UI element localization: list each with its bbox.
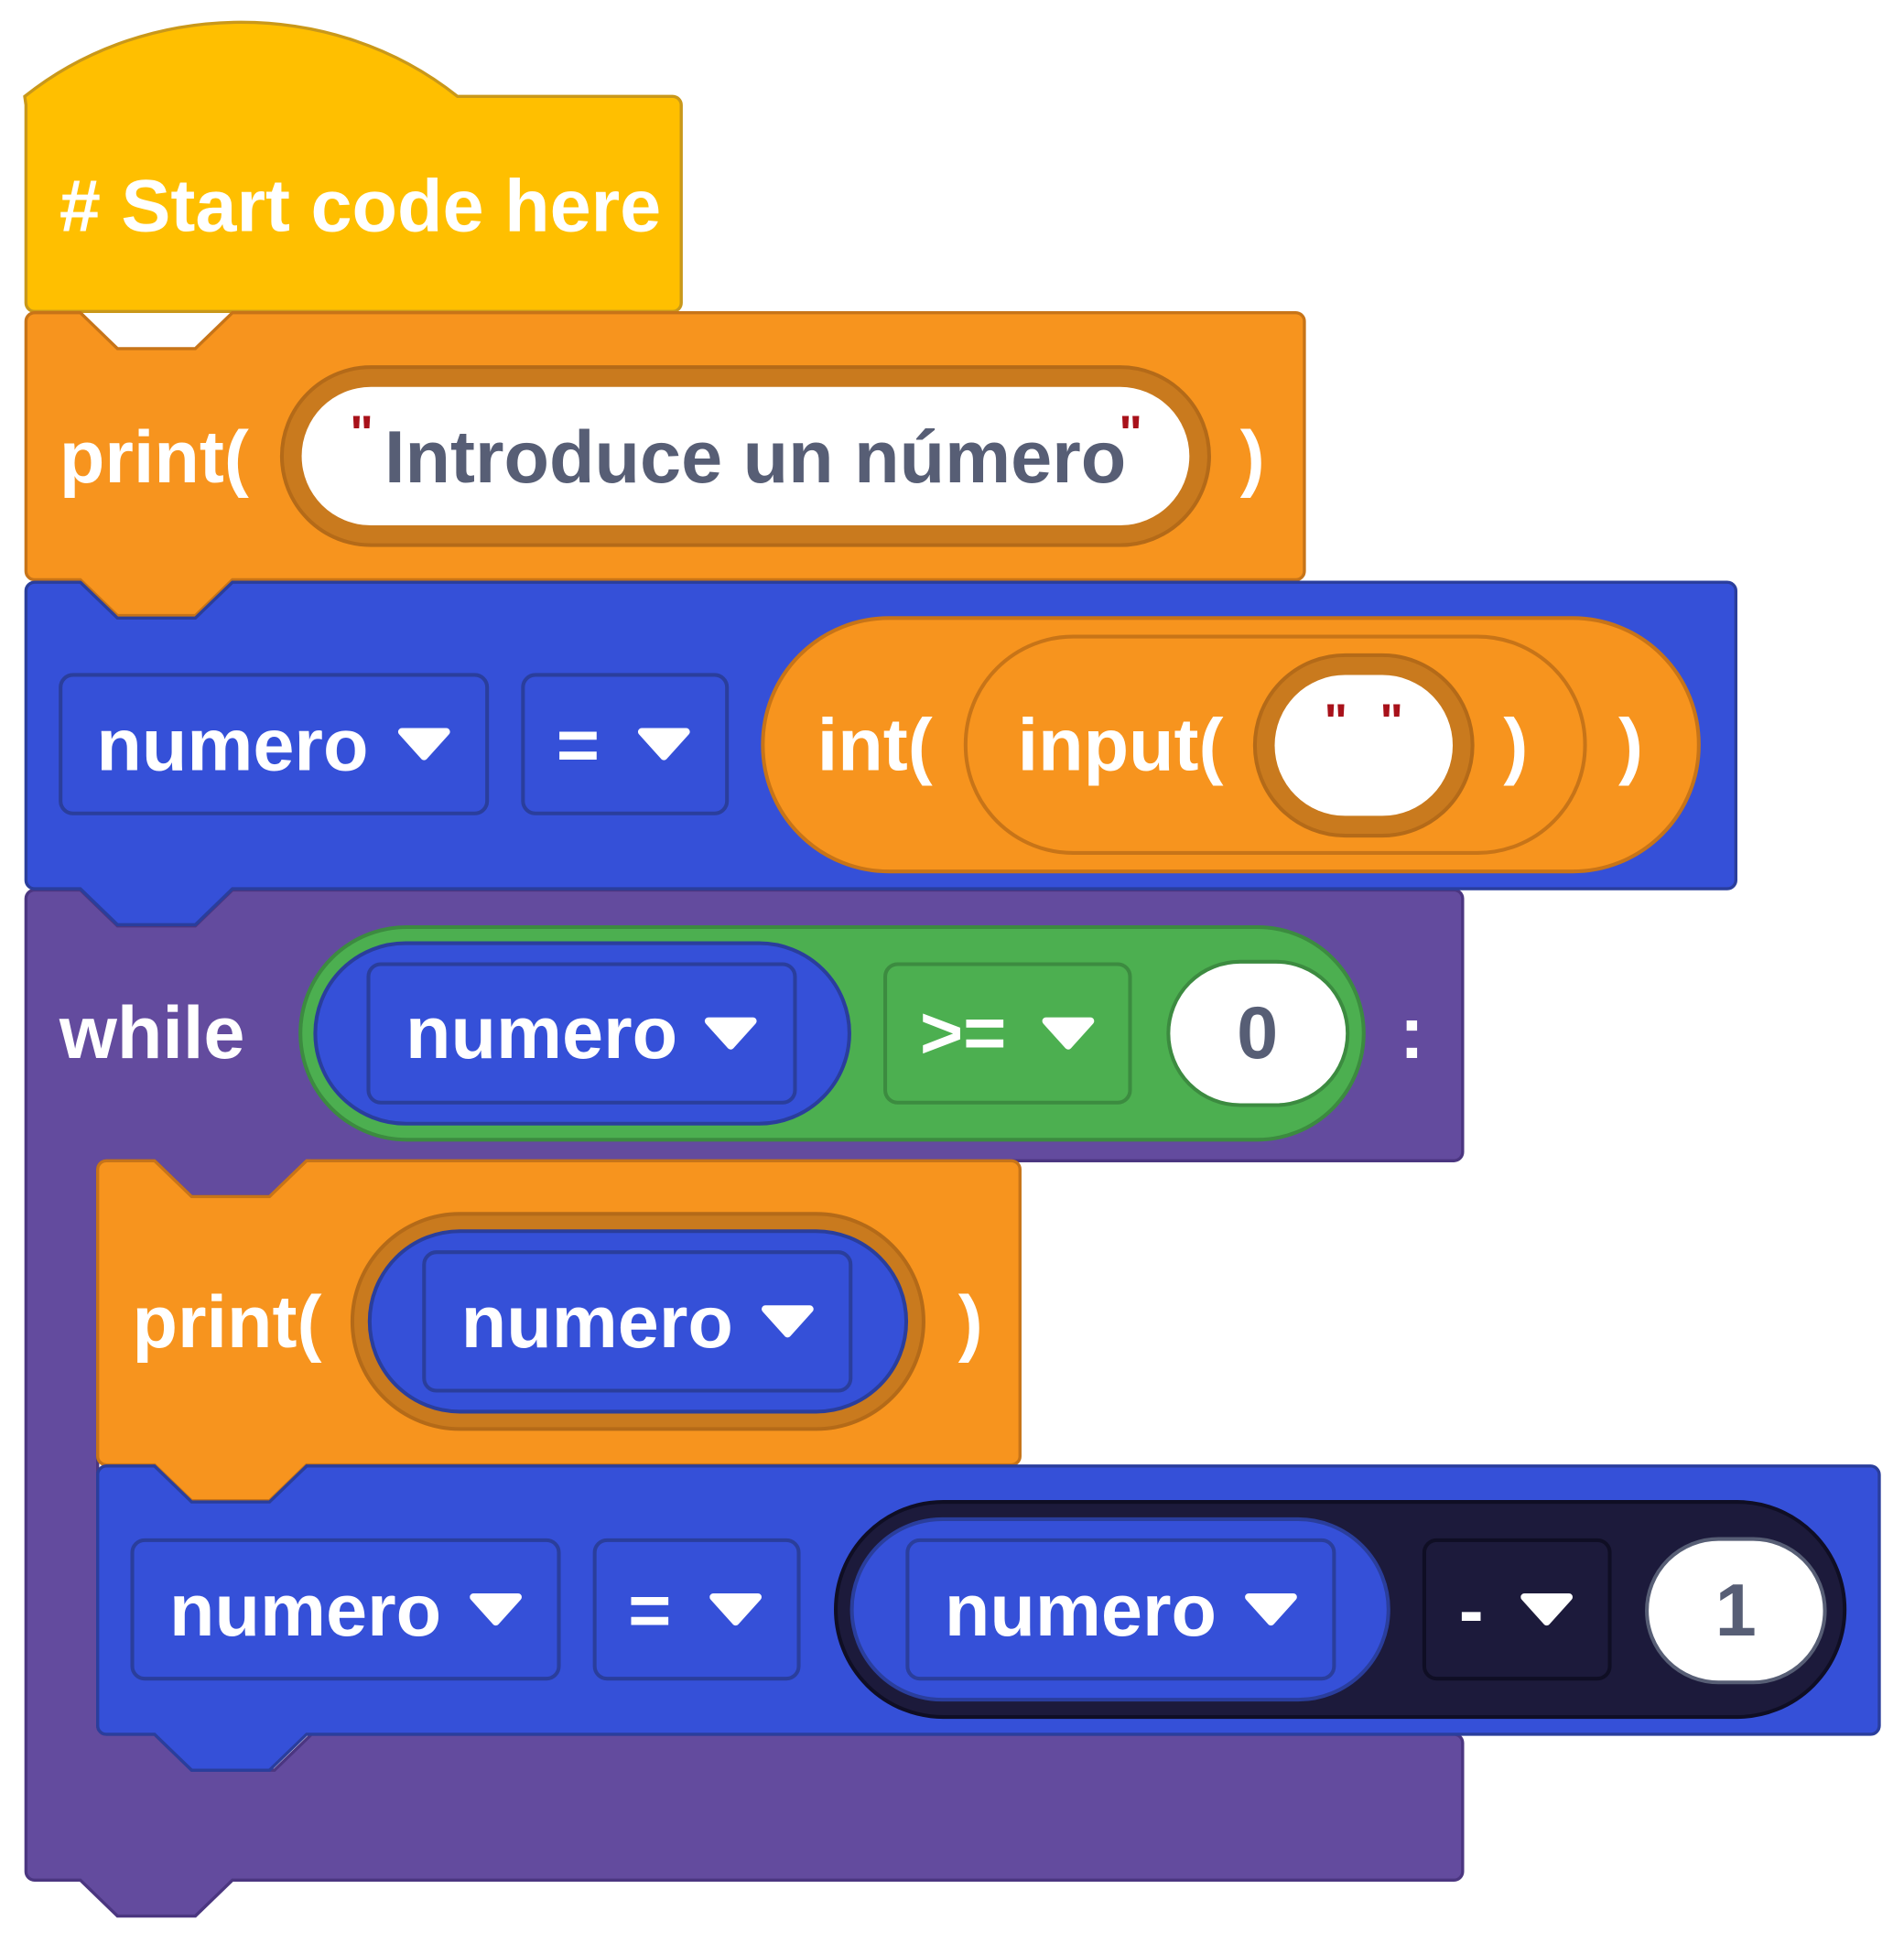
assign-block-decrement[interactable]: numero = numero - 1 <box>96 1464 1881 1772</box>
expr-value: 1 <box>1715 1570 1757 1652</box>
int-close-paren: ) <box>1618 704 1643 786</box>
assign-operator-dropdown[interactable] <box>592 1538 801 1681</box>
while-variable-dropdown[interactable] <box>366 962 797 1105</box>
print-variable-name: numero <box>461 1281 733 1364</box>
input-close-paren: ) <box>1503 704 1528 786</box>
print-variable-dropdown[interactable] <box>422 1250 853 1393</box>
while-keyword: while <box>59 992 245 1074</box>
chevron-down-icon[interactable] <box>709 1592 763 1626</box>
compare-operator-dropdown[interactable] <box>883 962 1132 1105</box>
input-keyword: input( <box>1018 704 1224 786</box>
print-close-paren: ) <box>1240 416 1265 499</box>
compare-value: 0 <box>1237 992 1278 1074</box>
prompt-open-quote: " <box>1325 694 1348 749</box>
while-variable-name: numero <box>406 992 677 1074</box>
assign-block-input[interactable]: numero = int( input( " " ) ) <box>24 580 1738 926</box>
start-hat-block[interactable]: # Start code here <box>23 20 683 314</box>
chevron-down-icon[interactable] <box>762 1305 814 1338</box>
variable-dropdown[interactable] <box>59 673 490 815</box>
math-operator: - <box>1459 1570 1484 1652</box>
open-quote: " <box>350 406 373 461</box>
chevron-down-icon[interactable] <box>470 1592 522 1626</box>
int-keyword: int( <box>817 704 933 786</box>
chevron-down-icon[interactable] <box>1042 1017 1095 1050</box>
comparison-reporter[interactable]: numero >= 0 <box>298 924 1366 1142</box>
print-variable-block[interactable]: print( numero ) <box>96 1159 1022 1503</box>
expr-variable-dropdown[interactable] <box>905 1538 1336 1681</box>
compare-operator: >= <box>920 992 1007 1074</box>
print-keyword: print( <box>60 416 249 499</box>
string-value: Introduce un número <box>384 416 1126 499</box>
variable-dropdown[interactable] <box>130 1538 561 1681</box>
chevron-down-icon[interactable] <box>1245 1592 1297 1626</box>
print-keyword: print( <box>133 1281 322 1364</box>
prompt-close-quote: " <box>1379 694 1403 749</box>
assign-operator: = <box>628 1570 671 1652</box>
chevron-down-icon[interactable] <box>1520 1592 1574 1626</box>
assign-operator: = <box>557 704 600 786</box>
assign-variable-name: numero <box>96 704 368 786</box>
print-close-paren: ) <box>958 1281 983 1364</box>
assign-variable-name: numero <box>169 1570 441 1652</box>
expr-value-input[interactable] <box>1645 1537 1827 1685</box>
string-input[interactable] <box>301 386 1190 526</box>
hat-label: # Start code here <box>60 166 661 248</box>
prompt-string-input[interactable] <box>1274 675 1454 816</box>
chevron-down-icon[interactable] <box>397 728 450 761</box>
math-operator-dropdown[interactable] <box>1422 1538 1612 1681</box>
assign-operator-dropdown[interactable] <box>521 673 730 815</box>
print-block[interactable]: print( " Introduce un número " ) <box>24 311 1306 618</box>
while-loop-block[interactable]: while numero >= 0 : <box>24 888 1465 1918</box>
compare-value-input[interactable] <box>1166 959 1350 1107</box>
chevron-down-icon[interactable] <box>704 1017 757 1050</box>
chevron-down-icon[interactable] <box>637 728 690 761</box>
expr-variable-name: numero <box>945 1570 1217 1652</box>
while-colon: : <box>1400 992 1424 1074</box>
close-quote: " <box>1119 406 1142 461</box>
